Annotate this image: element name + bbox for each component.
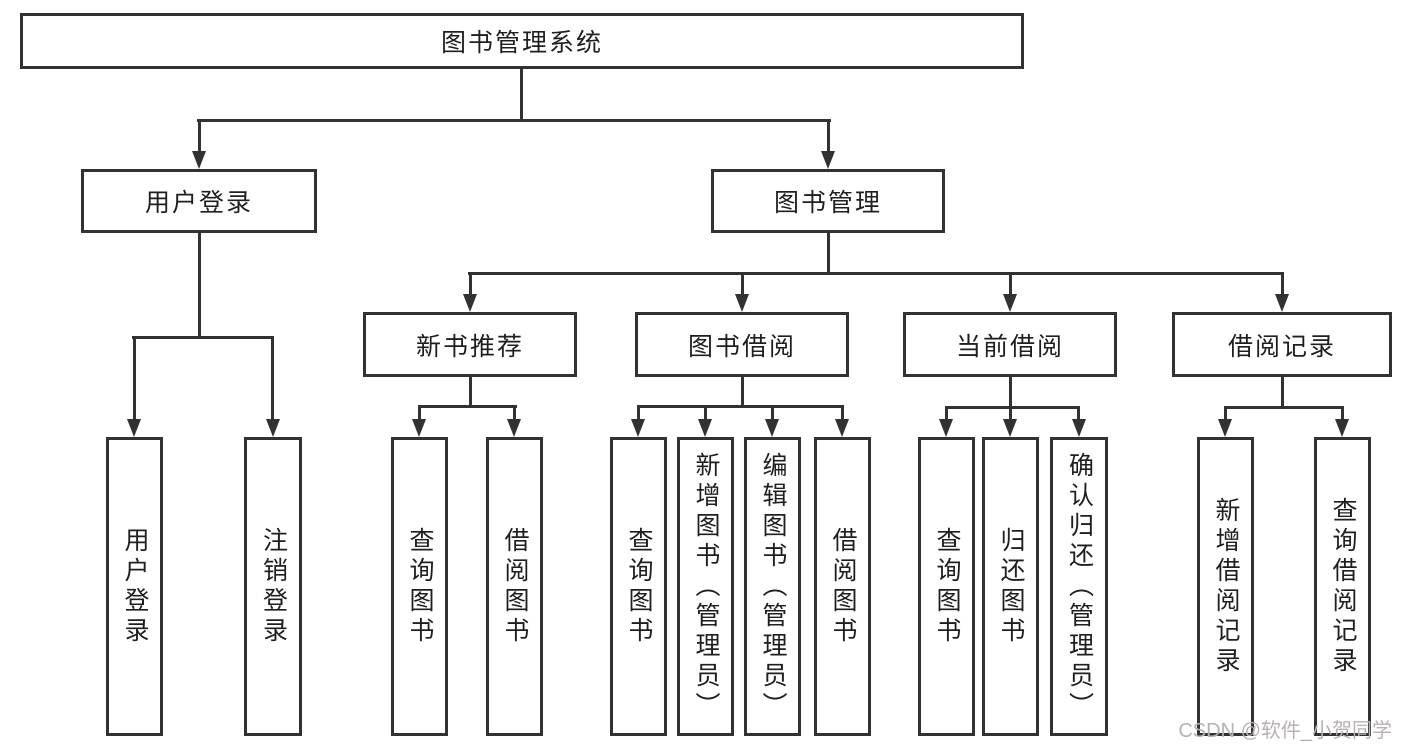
- node-book-management: 图书管理: [711, 169, 945, 233]
- leaf-edit-book-admin: 编辑图书（管理员）: [744, 437, 801, 736]
- connector-line: [271, 336, 274, 421]
- connector-line: [468, 272, 1284, 275]
- leaf-add-borrow-record: 新增借阅记录: [1197, 437, 1254, 736]
- connector-line: [827, 233, 830, 275]
- leaf-return-book: 归还图书: [982, 437, 1039, 736]
- connector-line: [469, 377, 472, 408]
- connector-line: [520, 66, 523, 119]
- connector-line: [771, 405, 774, 421]
- arrow-down-icon: [1218, 419, 1232, 437]
- connector-line: [945, 406, 1080, 409]
- connector-line: [704, 405, 707, 421]
- leaf-borrow-books-recommend: 借阅图书: [486, 437, 543, 736]
- leaf-query-borrow-record: 查询借阅记录: [1314, 437, 1371, 736]
- node-root-title: 图书管理系统: [20, 13, 1024, 69]
- node-label: 用户登录: [144, 189, 253, 217]
- arrow-down-icon: [127, 419, 141, 437]
- connector-line: [198, 119, 201, 153]
- arrow-down-icon: [735, 294, 749, 312]
- arrow-down-icon: [192, 151, 206, 169]
- leaf-query-books-current: 查询图书: [918, 437, 975, 736]
- connector-line: [197, 119, 831, 122]
- leaf-query-books-borrow: 查询图书: [610, 437, 667, 736]
- leaf-add-book-admin: 新增图书（管理员）: [677, 437, 734, 736]
- node-borrow-records: 借阅记录: [1172, 312, 1392, 377]
- node-label: 新增图书（管理员）: [692, 451, 720, 722]
- node-label: 编辑图书（管理员）: [759, 451, 787, 722]
- arrow-down-icon: [821, 151, 835, 169]
- leaf-logout: 注销登录: [244, 437, 302, 736]
- node-current-borrow: 当前借阅: [903, 312, 1117, 377]
- connector-line: [741, 377, 744, 408]
- node-label: 确认归还（管理员）: [1065, 451, 1094, 722]
- arrow-down-icon: [507, 419, 521, 437]
- node-label: 当前借阅: [955, 332, 1064, 361]
- connector-line: [841, 405, 844, 421]
- arrow-down-icon: [835, 419, 849, 437]
- arrow-down-icon: [412, 419, 426, 437]
- arrow-down-icon: [631, 419, 645, 437]
- connector-line: [1009, 377, 1012, 421]
- arrow-down-icon: [463, 294, 477, 312]
- arrow-down-icon: [698, 419, 712, 437]
- connector-line: [132, 336, 274, 339]
- arrow-down-icon: [1275, 294, 1289, 312]
- node-label: 图书管理系统: [440, 29, 603, 57]
- connector-line: [1224, 406, 1344, 409]
- arrow-down-icon: [939, 419, 953, 437]
- node-label: 用户登录: [121, 526, 149, 647]
- node-label: 图书借阅: [687, 332, 796, 361]
- node-label: 借阅图书: [501, 526, 529, 647]
- node-label: 新增借阅记录: [1212, 496, 1240, 677]
- connector-line: [1341, 406, 1344, 421]
- leaf-query-books-recommend: 查询图书: [391, 437, 448, 736]
- arrow-down-icon: [1003, 294, 1017, 312]
- arrow-down-icon: [1072, 419, 1086, 437]
- node-label: 查询图书: [406, 526, 434, 647]
- node-label: 查询借阅记录: [1329, 496, 1357, 677]
- connector-line: [637, 405, 640, 421]
- node-label: 查询图书: [625, 526, 653, 647]
- node-label: 借阅图书: [829, 526, 857, 647]
- connector-line: [1281, 272, 1284, 296]
- node-label: 查询图书: [933, 526, 961, 647]
- connector-line: [418, 405, 421, 421]
- node-user-login: 用户登录: [81, 169, 317, 233]
- node-label: 归还图书: [997, 526, 1025, 647]
- arrow-down-icon: [765, 419, 779, 437]
- node-label: 图书管理: [773, 189, 882, 217]
- connector-line: [827, 119, 830, 153]
- connector-line: [469, 272, 472, 296]
- node-book-borrow: 图书借阅: [635, 312, 849, 377]
- connector-line: [637, 405, 844, 408]
- node-label: 借阅记录: [1227, 332, 1336, 361]
- node-label: 新书推荐: [415, 332, 524, 361]
- node-label: 注销登录: [259, 526, 288, 647]
- connector-line: [1077, 406, 1080, 421]
- connector-line: [198, 233, 201, 336]
- connector-line: [418, 405, 517, 408]
- connector-line: [513, 405, 516, 421]
- leaf-user-login: 用户登录: [106, 437, 163, 736]
- arrow-down-icon: [1003, 419, 1017, 437]
- connector-line: [945, 406, 948, 421]
- connector-line: [741, 272, 744, 296]
- arrow-down-icon: [1335, 419, 1349, 437]
- watermark: CSDN @软件_小贺同学: [1178, 720, 1392, 742]
- connector-line: [1281, 377, 1284, 408]
- connector-line: [1009, 272, 1012, 296]
- node-new-book-recommend: 新书推荐: [363, 312, 577, 377]
- connector-line: [133, 336, 136, 421]
- arrow-down-icon: [266, 419, 280, 437]
- leaf-borrow-books: 借阅图书: [814, 437, 871, 736]
- leaf-confirm-return-admin: 确认归还（管理员）: [1050, 437, 1108, 736]
- connector-line: [1224, 406, 1227, 421]
